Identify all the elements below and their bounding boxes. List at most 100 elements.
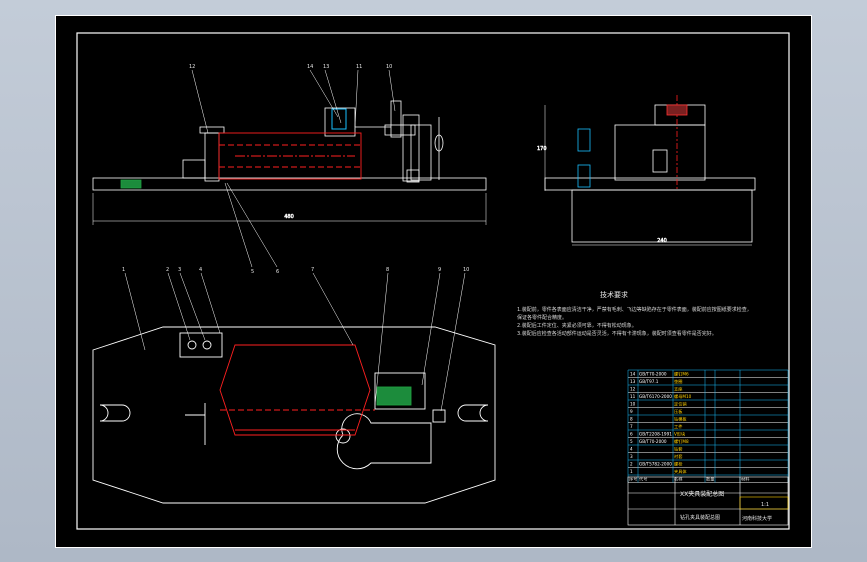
- side-dims: 240 170: [537, 105, 752, 246]
- title-block: [627, 476, 789, 526]
- leader-6: [226, 182, 278, 268]
- bom-name: 支座: [674, 386, 682, 393]
- top-screw: [390, 100, 402, 138]
- outer-border: [55, 15, 812, 548]
- school-name: 河南科技大学: [742, 515, 772, 522]
- drawing-title: XX夹具装配总图: [680, 490, 724, 498]
- bom-no: 4: [630, 447, 633, 452]
- side-red-cap: [666, 104, 688, 116]
- notes-line-1: 1.装配前，零件各表面应清洁干净，严禁有毛刺、飞边等缺陷存在于零件表面，装配前应…: [517, 306, 752, 313]
- plan-pressure-arm: [336, 413, 432, 470]
- plan-base-outline: [92, 326, 496, 504]
- balloon-9: 9: [438, 267, 441, 273]
- front-leaders: [191, 69, 396, 268]
- plan-workpiece: [219, 344, 375, 436]
- bom-name: 螺钉M8: [674, 438, 689, 445]
- leader-10b: [440, 272, 466, 412]
- bom-header-name: 名称: [674, 476, 682, 483]
- front-balloons: 12 14 13 11 10 5 6: [189, 64, 392, 275]
- right-slot: [457, 404, 489, 422]
- leader-9: [421, 272, 441, 386]
- balloon-6: 6: [276, 269, 279, 275]
- drill-bushing: [331, 108, 347, 130]
- plan-screw-1: [187, 340, 197, 350]
- bom-std: GB/T70-2000: [639, 439, 667, 444]
- right-support-top: [384, 124, 416, 136]
- leader-2: [167, 272, 191, 341]
- leader-5: [224, 182, 253, 268]
- bom-name: 螺母M10: [674, 393, 692, 400]
- side-slot: [652, 149, 668, 173]
- bom-name: 螺栓: [674, 461, 683, 468]
- notes-line-2: 保证各零件配合精度。: [517, 314, 567, 321]
- left-slot: [99, 404, 131, 422]
- balloon-4: 4: [199, 267, 202, 273]
- workpiece-outline: [218, 132, 362, 180]
- bom-no: 11: [630, 394, 636, 399]
- side-bushing-bottom: [577, 164, 591, 188]
- leader-10: [388, 69, 396, 112]
- bom-header-material: 材料: [741, 476, 750, 483]
- plan-pin: [432, 409, 446, 423]
- bom-header-no: 序号: [629, 476, 637, 483]
- bom-name: 夹具体: [674, 468, 687, 475]
- bom-header-qty: 数量: [706, 476, 714, 483]
- plan-clamp-block: [374, 372, 426, 410]
- scale-text: 1:1: [761, 502, 769, 508]
- balloon-10: 10: [386, 64, 392, 70]
- tb-scale-cell: [739, 496, 789, 510]
- bom-name: 衬套: [674, 453, 683, 460]
- plan-view: [92, 326, 496, 504]
- handwheel: [434, 134, 444, 152]
- balloon-7: 7: [311, 267, 314, 273]
- bom-std: GB/T70-2000: [639, 372, 667, 377]
- notes-line-3: 2.装配后工件定位、夹紧必须可靠，不得有松动现象。: [517, 322, 637, 329]
- bom-no: 13: [630, 379, 636, 384]
- dim-side-height-text: 170: [537, 146, 547, 152]
- bom-no: 8: [630, 417, 633, 422]
- leader-12: [191, 69, 209, 134]
- bom-no: 2: [630, 462, 633, 467]
- balloon-14: 14: [307, 64, 313, 70]
- bom-no: 5: [630, 439, 633, 444]
- leader-4: [200, 272, 221, 334]
- leader-13: [324, 69, 342, 124]
- bom-no: 12: [630, 387, 636, 392]
- balloon-10-plan: 10: [463, 267, 469, 273]
- left-support: [204, 132, 220, 182]
- leader-1: [124, 272, 146, 351]
- title-block-text: XX夹具装配总图 钻孔夹具装配总图 河南科技大学 1:1: [680, 490, 772, 522]
- bom-no: 3: [630, 454, 633, 459]
- bom-std: GB/T2208-1991: [639, 432, 672, 437]
- dim-front-length-text: 480: [284, 214, 294, 220]
- workpiece-plan-outline: [219, 344, 371, 436]
- plan-screw-2: [202, 340, 212, 350]
- bom-std: GB/T6170-2000: [639, 394, 672, 399]
- bom-name: 钻套: [674, 446, 683, 453]
- dim-side-width-text: 240: [657, 238, 667, 244]
- side-view: [544, 95, 756, 243]
- front-base-plate: [92, 177, 487, 191]
- drill-plate-block: [324, 107, 356, 137]
- inner-frame: [76, 32, 790, 530]
- bom-header-code: 代号: [639, 476, 647, 483]
- side-body: [571, 189, 753, 243]
- bom-std: GB/T5782-2000: [639, 462, 672, 467]
- front-base-hatch: [120, 179, 142, 189]
- left-support-cap: [199, 126, 225, 134]
- leader-14: [309, 69, 339, 118]
- assembly-drawing: 480 12 14 13 11 10 5 6: [55, 15, 812, 548]
- leader-8: [374, 272, 389, 406]
- bom-no: 9: [630, 409, 633, 414]
- balloon-12: 12: [189, 64, 195, 70]
- bom-name: 工件: [674, 423, 682, 430]
- bom-no: 6: [630, 432, 633, 437]
- plan-leaders: [124, 272, 466, 412]
- plan-balloons: 1 2 3 4 7 8 9 10: [122, 267, 469, 273]
- front-nut: [406, 169, 420, 183]
- side-bushing-top: [577, 128, 591, 152]
- bom-std: GB/T97.1: [639, 379, 659, 384]
- right-support: [402, 114, 420, 182]
- plan-arm-pivot: [335, 428, 351, 444]
